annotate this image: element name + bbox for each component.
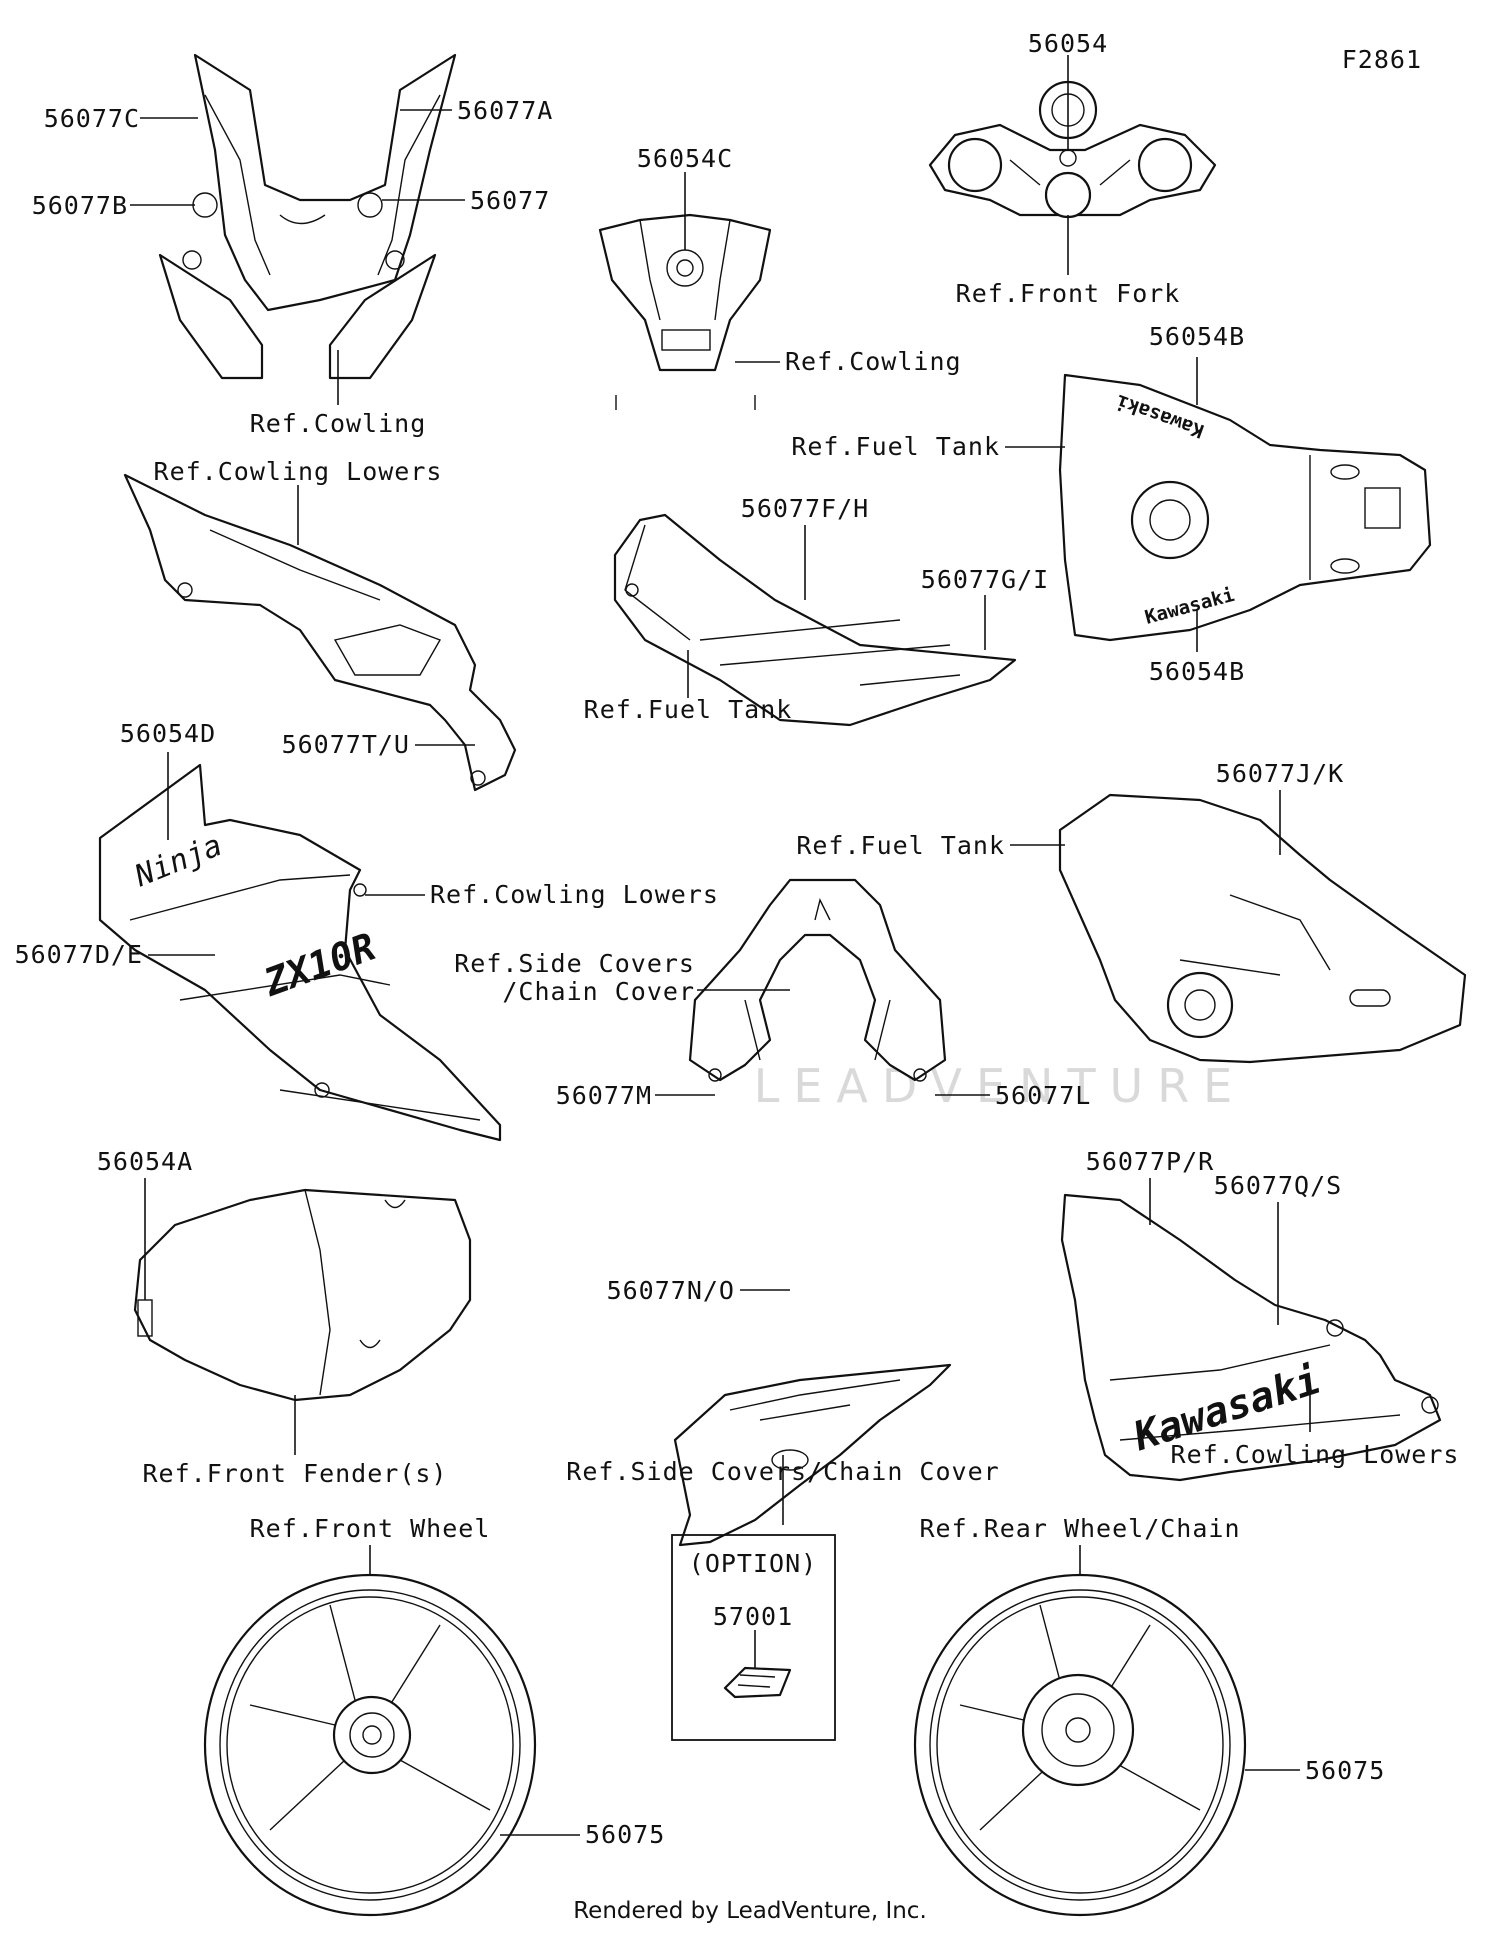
label-57001: 57001 — [713, 1602, 793, 1631]
figure-id: F2861 — [1342, 45, 1422, 74]
label-56077de: 56077D/E — [15, 940, 143, 969]
cowling-inner-panel — [598, 213, 772, 410]
label-ref-side-covers-1b: /Chain Cover — [502, 977, 695, 1006]
side-fairing-ninja: Ninja ZX10R — [98, 763, 502, 1142]
fuel-tank-top-view: Kawasaki Kawasaki — [1058, 373, 1432, 642]
tank-side-cover — [613, 513, 1017, 727]
rear-side-cover — [673, 1363, 952, 1547]
label-56077a: 56077A — [457, 96, 553, 125]
label-56054a: 56054A — [97, 1147, 193, 1176]
label-56075-front: 56075 — [585, 1820, 665, 1849]
watermark: LEADVENTURE — [754, 1059, 1247, 1113]
label-ref-front-wheel: Ref.Front Wheel — [250, 1514, 491, 1543]
label-56054c: 56054C — [637, 144, 733, 173]
label-56054b-top: 56054B — [1149, 322, 1245, 351]
footer-credit: Rendered by LeadVenture, Inc. — [573, 1898, 927, 1924]
label-ref-fuel-tank-3: Ref.Fuel Tank — [796, 831, 1005, 860]
label-ref-fuel-tank-2: Ref.Fuel Tank — [584, 695, 793, 724]
label-56077b: 56077B — [32, 191, 128, 220]
label-56077jk: 56077J/K — [1216, 759, 1344, 788]
label-ref-cowling-lowers-2: Ref.Cowling Lowers — [430, 880, 719, 909]
label-56077qs: 56077Q/S — [1214, 1171, 1342, 1200]
label-56077gi: 56077G/I — [921, 565, 1049, 594]
label-56054d: 56054D — [120, 719, 216, 748]
label-ref-fuel-tank-1: Ref.Fuel Tank — [791, 432, 1000, 461]
label-56075-rear: 56075 — [1305, 1756, 1385, 1785]
fuel-tank-side — [1058, 793, 1467, 1064]
label-56077tu: 56077T/U — [282, 730, 410, 759]
label-option: (OPTION) — [689, 1549, 817, 1578]
label-56077l: 56077L — [995, 1081, 1091, 1110]
lower-fairing-kawasaki: Kawasaki — [1060, 1193, 1442, 1482]
label-ref-rear-wheel: Ref.Rear Wheel/Chain — [919, 1514, 1240, 1543]
label-56077no: 56077N/O — [607, 1276, 735, 1305]
label-56077pr: 56077P/R — [1086, 1147, 1214, 1176]
upper-cowling — [158, 53, 457, 380]
rear-wheel — [913, 1573, 1247, 1917]
label-ref-front-fork: Ref.Front Fork — [956, 279, 1181, 308]
label-ref-front-fender: Ref.Front Fender(s) — [143, 1459, 448, 1488]
label-56054b-bottom: 56054B — [1149, 657, 1245, 686]
label-56077m: 56077M — [556, 1081, 652, 1110]
front-wheel — [203, 1573, 537, 1917]
front-fender — [133, 1188, 472, 1402]
label-ref-side-covers-1a: Ref.Side Covers — [454, 949, 695, 978]
inner-cowling-lower — [123, 473, 517, 792]
top-triple-clamp — [928, 80, 1217, 219]
label-56054: 56054 — [1028, 29, 1108, 58]
callout-labels: 56077C 56077A 56077B 56077 Ref.Cowling 5… — [15, 29, 1460, 1849]
label-56077: 56077 — [470, 186, 550, 215]
tail-side-covers — [688, 878, 947, 1082]
label-ref-cowling-lowers-3: Ref.Cowling Lowers — [1171, 1440, 1460, 1469]
leader-lines — [130, 55, 1311, 1836]
label-ref-side-covers-2: Ref.Side Covers/Chain Cover — [566, 1457, 999, 1486]
label-56077fh: 56077F/H — [741, 494, 869, 523]
option-box — [671, 1534, 836, 1741]
label-ref-cowling-2: Ref.Cowling — [785, 347, 962, 376]
label-ref-cowling-1: Ref.Cowling — [250, 409, 427, 438]
label-56077c: 56077C — [44, 104, 140, 133]
label-ref-cowling-lowers-1: Ref.Cowling Lowers — [154, 457, 443, 486]
